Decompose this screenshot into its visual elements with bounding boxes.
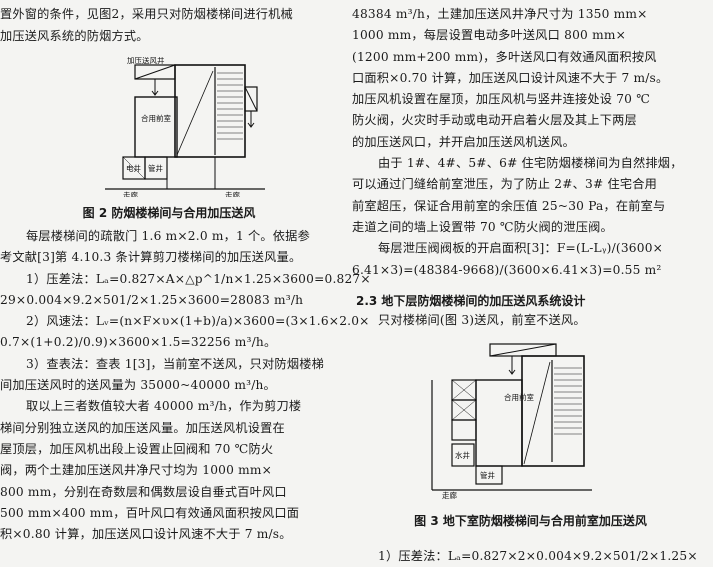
label-pipe: 管井 bbox=[480, 470, 495, 480]
right-body: 48384 m³/h，土建加压送风井净尺寸为 1350 mm× 1000 mm，… bbox=[352, 4, 709, 281]
label-well: 水井 bbox=[455, 450, 470, 460]
text-line: 500 mm×400 mm，百叶风口有效通风面积按风口面 bbox=[0, 505, 300, 520]
text-line: 屋顶层，加压风机出段上设置止回阀和 70 ℃防火 bbox=[0, 441, 274, 456]
text-line: 每层泄压阀阀板的开启面积[3]：F=(L-Lᵧ)/(3600× bbox=[378, 241, 664, 256]
text-line: 置外窗的条件，见图2，采用只对防烟楼梯间进行机械 bbox=[0, 7, 293, 21]
text-line: 0.7×(1+0.2)/0.9)×3600×1.5=32256 m³/h。 bbox=[0, 335, 277, 350]
left-body: 每层楼梯间的疏散门 1.6 m×2.0 m，1 个。依据参 考文献[3]第 4.… bbox=[0, 226, 371, 545]
figure-3-caption: 图 3 地下室防烟楼梯间与合用前室加压送风 bbox=[414, 514, 647, 528]
figure-2-caption: 图 2 防烟楼梯间与合用加压送风 bbox=[82, 206, 256, 220]
text-line: 48384 m³/h，土建加压送风井净尺寸为 1350 mm× bbox=[352, 7, 648, 21]
text-line: 阀，两个土建加压送风井净尺寸均为 1000 mm× bbox=[0, 463, 273, 478]
label-corridor: 走廊 bbox=[442, 490, 457, 500]
text-line: 1）压差法：Lₐ=0.827×A×△p^1/n×1.25×3600=0.827× bbox=[26, 271, 371, 286]
label-front-room: 合用前室 bbox=[141, 113, 171, 123]
text-line: 防火阀，火灾时手动或电动开启着火层及其上下两层 bbox=[352, 113, 637, 128]
text-line: 积×0.80 计算，加压送风口设计风速不大于 7 m/s。 bbox=[0, 527, 292, 542]
text-line: 只对楼梯间(图 3)送风，前室不送风。 bbox=[378, 313, 586, 327]
text-line: 由于 1#、4#、5#、6# 住宅防烟楼梯间为自然排烟， bbox=[378, 156, 683, 171]
figure-2-floorplan: 加压送风井 合用前室 电井 管井 走廊 走廊 bbox=[105, 57, 265, 197]
text-line: 口面积×0.70 计算，加压送风口设计风速不大于 7 m/s。 bbox=[352, 70, 669, 85]
text-line: 6.41×3)=(48384-9668)/(3600×6.41×3)=0.55 … bbox=[352, 262, 662, 277]
text-line: 800 mm，分别在奇数层和偶数层设自垂式百叶风口 bbox=[0, 484, 287, 499]
text-line: 梯间分别独立送风的加压送风量。加压送风机设置在 bbox=[0, 420, 285, 435]
label-pipe: 管井 bbox=[148, 163, 163, 173]
text-line: 前室超压，保证合用前室的余压值 25~30 Pa，在前室与 bbox=[352, 198, 666, 213]
text-line: 可以通过门缝给前室泄压，为了防止 2#、3# 住宅合用 bbox=[352, 177, 658, 192]
text-line: 走道之间的墙上设置带 70 ℃防火阀的泄压阀。 bbox=[352, 219, 613, 234]
label-corridor-right: 走廊 bbox=[225, 190, 240, 197]
text-line: 加压送风系统的防烟方式。 bbox=[0, 29, 149, 43]
text-line: 3）查表法：查表 1[3]，当前室不送风，只对防烟楼梯 bbox=[26, 356, 324, 371]
text-line: 每层楼梯间的疏散门 1.6 m×2.0 m，1 个。依据参 bbox=[26, 229, 310, 243]
text-line: 加压风机设置在屋顶，加压风机与竖井连接处设 70 ℃ bbox=[352, 92, 651, 107]
label-front-room: 合用前室 bbox=[504, 392, 534, 402]
label-corridor-left: 走廊 bbox=[123, 190, 138, 197]
text-line: 2）风速法：Lᵥ=(n×F×υ×(1+b)/a)×3600=(3×1.6×2.0… bbox=[26, 314, 370, 329]
figure-3-floorplan: 合用前室 水井 管井 走廊 bbox=[431, 343, 592, 500]
text-line: 间加压送风时的送风量为 35000~40000 m³/h。 bbox=[0, 378, 276, 393]
label-shaft-top: 加压送风井 bbox=[127, 57, 165, 65]
text-line: 的加压送风口，并开启加压送风机送风。 bbox=[352, 134, 575, 149]
section-heading: 2.3 地下层防烟楼梯间的加压送风系统设计 bbox=[356, 294, 586, 308]
text-line: 取以上三者数值较大者 40000 m³/h，作为剪刀楼 bbox=[26, 399, 302, 414]
text-line: (1200 mm+200 mm)，多叶送风口有效通风面积按风 bbox=[352, 49, 657, 64]
text-line: 29×0.004×9.2×501/2×1.25×3600=28083 m³/h bbox=[0, 292, 304, 307]
label-well: 电井 bbox=[126, 163, 141, 173]
text-line: 1000 mm，每层设置电动多叶送风口 800 mm× bbox=[352, 28, 626, 43]
text-line: 考文献[3]第 4.10.3 条计算剪刀楼梯间的加压送风量。 bbox=[0, 250, 302, 265]
